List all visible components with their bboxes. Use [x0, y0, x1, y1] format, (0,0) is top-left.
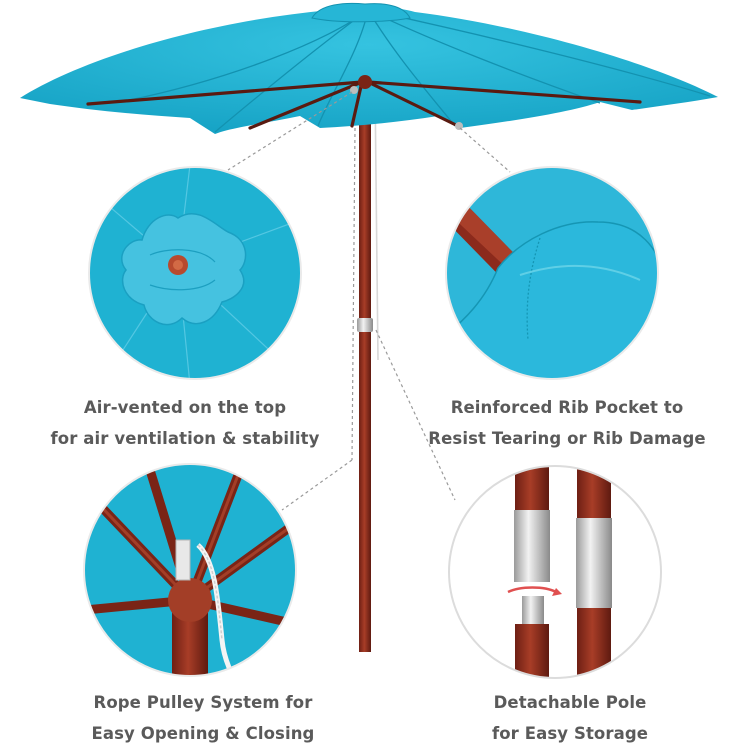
caption-air-vent-line2: for air ventilation & stability [50, 429, 320, 448]
main-umbrella [20, 2, 718, 652]
caption-air-vent-line1: Air-vented on the top [83, 398, 287, 417]
pole-joined-sleeve [576, 518, 612, 608]
caption-rib-pocket-line2: Resist Tearing or Rib Damage [428, 429, 706, 448]
caption-rib-pocket: Reinforced Rib Pocket to Resist Tearing … [412, 392, 722, 454]
caption-detachable-pole-line2: for Easy Storage [491, 724, 649, 743]
pole-sleeve [514, 510, 550, 582]
pole-joint [357, 318, 373, 332]
caption-detachable-pole: Detachable Pole for Easy Storage [440, 687, 700, 749]
pole-connector-pin [522, 596, 544, 626]
pulley-bracket [175, 539, 191, 581]
detail-rope-pulley [83, 463, 297, 677]
rib-pocket [446, 221, 658, 379]
pole-lower-section [515, 624, 549, 678]
detail-rib-pocket [445, 166, 659, 380]
canopy-vent [311, 2, 411, 23]
pulley-rope [374, 84, 379, 361]
rotate-arrow-icon [507, 586, 557, 594]
umbrella-canopy [20, 6, 718, 134]
rib-hub [358, 75, 372, 89]
canopy-ribs [86, 80, 642, 130]
detail-air-vent [88, 166, 302, 380]
pole-upper-section [515, 466, 549, 515]
pulley-hub [168, 578, 212, 622]
umbrella-pole [359, 85, 371, 652]
rib-tip-marker [455, 122, 463, 130]
caption-rib-pocket-line1: Reinforced Rib Pocket to [450, 398, 684, 417]
caption-detachable-pole-line1: Detachable Pole [493, 693, 647, 712]
caption-rope-pulley-line1: Rope Pulley System for [93, 693, 313, 712]
detail-detachable-pole [448, 465, 662, 679]
leader-lines [227, 91, 511, 511]
caption-air-vent: Air-vented on the top for air ventilatio… [40, 392, 330, 454]
caption-rope-pulley-line2: Easy Opening & Closing [91, 724, 315, 743]
caption-rope-pulley: Rope Pulley System for Easy Opening & Cl… [58, 687, 348, 749]
